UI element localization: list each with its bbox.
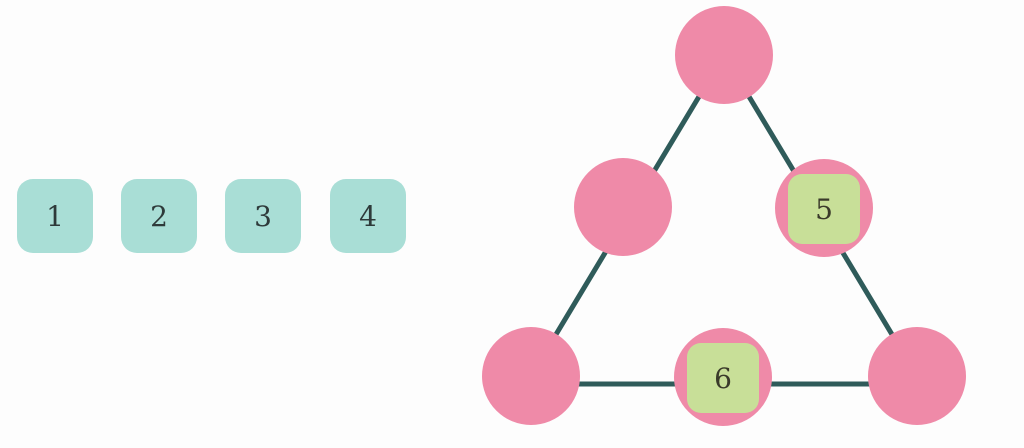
- node-bottom-left[interactable]: [482, 327, 580, 425]
- number-tile-3[interactable]: 3: [225, 179, 301, 253]
- placed-tile-5[interactable]: 5: [788, 174, 860, 244]
- node-bottom-right[interactable]: [868, 327, 966, 425]
- placed-tile-6[interactable]: 6: [687, 343, 759, 413]
- number-tile-1[interactable]: 1: [17, 179, 93, 253]
- number-tile-4[interactable]: 4: [330, 179, 406, 253]
- node-top[interactable]: [675, 6, 773, 104]
- node-mid-left[interactable]: [574, 158, 672, 256]
- number-tile-2[interactable]: 2: [121, 179, 197, 253]
